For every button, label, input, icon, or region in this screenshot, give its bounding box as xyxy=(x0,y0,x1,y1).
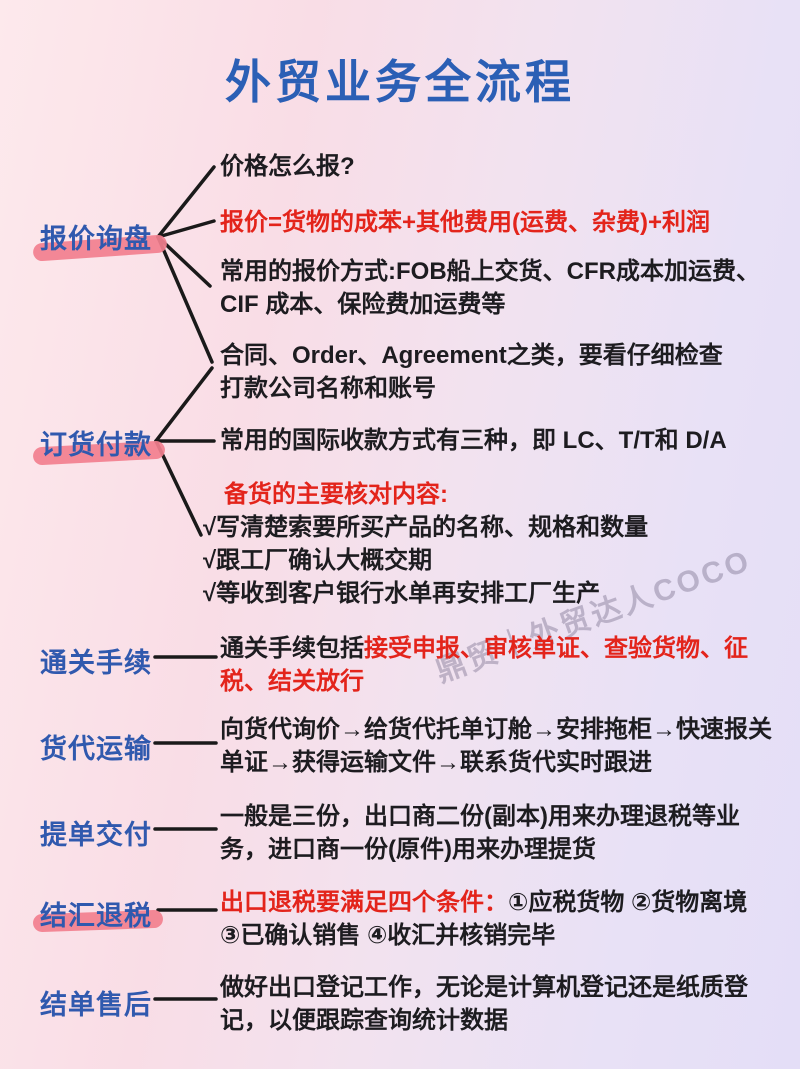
label-freight-forwarding: 货代运输 xyxy=(40,734,152,764)
checklist-item: √等收到客户银行水单再安排工厂生产 xyxy=(203,580,601,607)
note-taxrefund-line2: ③已确认销售 ④收汇并核销完毕 xyxy=(220,922,556,949)
checklist-item: √跟工厂确认大概交期 xyxy=(203,547,433,574)
note-payment-methods: 常用的国际收款方式有三种，即 LC、T/T和 D/A xyxy=(220,427,727,454)
note-contract-line2: 打款公司名称和账号 xyxy=(220,375,436,402)
label-customs-clearance: 通关手续 xyxy=(40,648,152,678)
note-quotation-formula: 报价=货物的成苯+其他费用(运费、杂费)+利润 xyxy=(220,209,711,236)
note-freight-line2: 单证→获得运输文件→联系货代实时跟进 xyxy=(220,749,652,776)
page-title: 外贸业务全流程 xyxy=(225,56,575,108)
note-pricing-question: 价格怎么报? xyxy=(220,153,355,180)
note-taxrefund-line1: 出口退税要满足四个条件：①应税货物 ②货物离境 xyxy=(220,889,748,916)
note-closing-line1: 做好出口登记工作，无论是计算机登记还是纸质登 xyxy=(220,974,748,1001)
note-freight-line1: 向货代询价→给货代托单订舱→安排拖柜→快速报关 xyxy=(220,716,772,743)
note-customs-line1: 通关手续包括接受申报、审核单证、查验货物、征 xyxy=(220,635,748,662)
note-bl-line1: 一般是三份，出口商二份(副本)用来办理退税等业 xyxy=(220,803,740,830)
note-customs-line2: 税、结关放行 xyxy=(220,668,364,695)
note-contract-line1: 合同、Order、Agreement之类，要看仔细检查 xyxy=(220,342,723,369)
label-bl-delivery: 提单交付 xyxy=(40,820,152,850)
note-quotation-methods-line1: 常用的报价方式:FOB船上交货、CFR成本加运费、 xyxy=(220,258,760,285)
label-quotation-inquiry: 报价询盘 xyxy=(40,224,152,254)
note-stocking-heading: 备货的主要核对内容: xyxy=(224,481,448,508)
note-bl-line2: 务，进口商一份(原件)用来办理提货 xyxy=(220,836,596,863)
note-closing-line2: 记，以便跟踪查询统计数据 xyxy=(220,1007,508,1034)
label-settlement-tax-refund: 结汇退税 xyxy=(40,901,152,931)
label-closing-aftersales: 结单售后 xyxy=(40,990,152,1020)
label-order-payment: 订货付款 xyxy=(40,430,152,460)
checklist-item: √写清楚索要所买产品的名称、规格和数量 xyxy=(203,514,649,541)
note-quotation-methods-line2: CIF 成本、保险费加运费等 xyxy=(220,291,506,318)
